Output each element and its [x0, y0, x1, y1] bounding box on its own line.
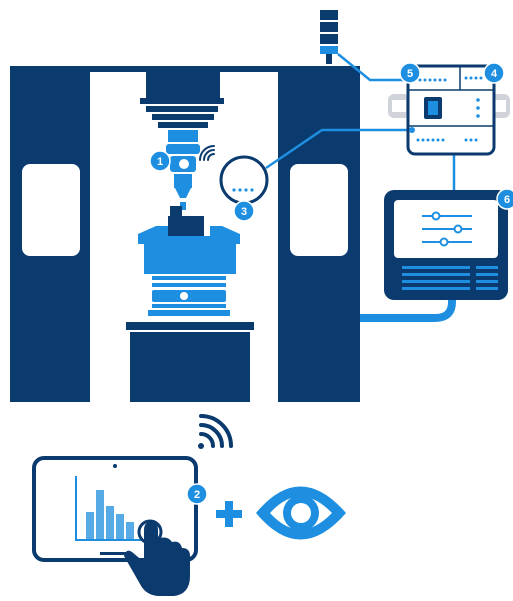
wifi-icon — [198, 414, 233, 449]
cnc-machine-icon — [10, 66, 360, 402]
wireless-signal-icon — [199, 145, 215, 161]
vise-clamp — [138, 206, 240, 316]
spindle-head — [140, 72, 224, 210]
left-window — [22, 164, 80, 256]
callout-badge-2: 2 — [186, 483, 208, 505]
callout-badge-3: 3 — [233, 200, 255, 222]
svg-text:3: 3 — [241, 206, 247, 218]
pointing-hand-icon — [124, 519, 190, 596]
plus-icon — [216, 501, 242, 527]
callout-badge-6: 6 — [496, 188, 513, 210]
eye-icon — [256, 486, 346, 540]
right-window — [290, 164, 348, 256]
svg-text:5: 5 — [407, 68, 413, 80]
io-controller-icon — [388, 64, 510, 156]
callout-badge-4: 4 — [483, 62, 505, 84]
vibration-sensor — [219, 155, 269, 205]
svg-text:1: 1 — [157, 156, 163, 168]
svg-text:6: 6 — [504, 194, 510, 206]
callout-badge-1: 1 — [149, 150, 171, 172]
machine-table — [126, 322, 254, 330]
svg-text:4: 4 — [491, 68, 498, 80]
hmi-monitor-icon — [384, 190, 508, 300]
signal-tower-icon — [320, 10, 338, 64]
machine-base — [130, 332, 250, 402]
svg-text:2: 2 — [194, 489, 200, 501]
callout-badge-5: 5 — [399, 62, 421, 84]
connection-lines — [265, 53, 456, 194]
hmi-cable — [360, 298, 456, 322]
